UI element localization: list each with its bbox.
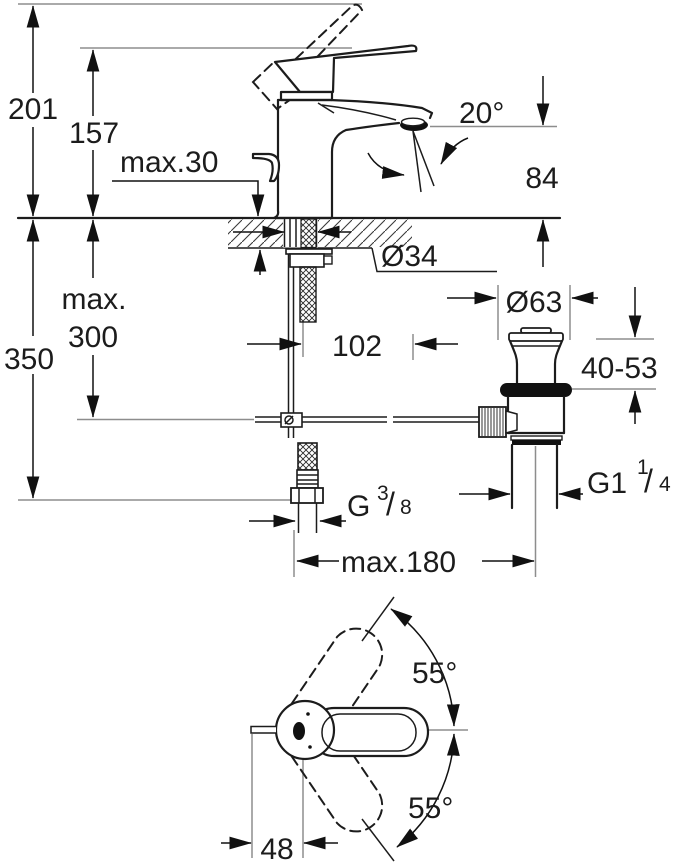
handle-inner-contour (321, 713, 417, 752)
handle-pin (250, 725, 276, 734)
label-handle-width: 48 (260, 833, 293, 866)
mounting-step (323, 255, 333, 265)
waste-gasket (500, 383, 572, 397)
spout-inner-line (321, 104, 397, 121)
dim-max30-leader (112, 180, 265, 217)
waste-knurl-knob (478, 406, 507, 438)
label-hose-depth: 350 (4, 343, 54, 376)
handle-lever (273, 44, 418, 94)
faucet-side-view (251, 3, 435, 220)
label-supply-thread: G (347, 490, 370, 523)
hole-dia-leader (371, 247, 497, 273)
waste-ring (510, 435, 563, 441)
spout-shading-line (317, 102, 335, 114)
swivel-arc-upper (390, 608, 460, 727)
label-outlet-height: 84 (525, 162, 558, 195)
angle-arc-right (440, 137, 469, 165)
body-right-spout-underside (330, 121, 401, 220)
label-waste-thread-den: 4 (659, 473, 671, 496)
label-flange-diameter: Ø63 (506, 286, 563, 319)
spout-top (276, 98, 434, 120)
label-spout-angle: 20° (459, 97, 504, 130)
label-basin-clamp-range: 40-53 (581, 352, 658, 385)
waste-flange (508, 332, 564, 342)
label-deck-thickness: max.30 (120, 146, 218, 179)
label-height-closed: 157 (69, 117, 119, 150)
supply-hose-assembly (283, 218, 333, 533)
swivel-ext-lower (361, 818, 395, 862)
label-depth-max-word: max. (61, 283, 126, 316)
label-supply-thread-num: 3 (377, 482, 389, 505)
rod-clamp (280, 412, 303, 428)
dimension-lines (26, 5, 642, 850)
swivel-ext-upper (361, 596, 395, 642)
hose-fitting (296, 469, 319, 489)
handle-dashed-up (283, 627, 384, 746)
handle-lever-open-dashed (283, 3, 364, 80)
threaded-rod (299, 266, 317, 323)
reference-lines (18, 3, 656, 858)
faucet-top-view (250, 596, 460, 862)
waste-neck-left (508, 339, 519, 387)
handle-dot-small (306, 712, 310, 716)
label-spout-reach: 102 (332, 330, 382, 363)
hose-braid (297, 442, 318, 471)
label-height-open: 201 (8, 93, 58, 126)
water-stream-line (412, 130, 422, 193)
knob-connector (505, 410, 518, 434)
angle-arc-left (367, 152, 405, 179)
handle-cap-ring (279, 90, 334, 102)
label-rod-reach: max.180 (341, 546, 456, 579)
label-hole-diameter: Ø34 (381, 240, 438, 273)
label-swivel-upper: 55° (412, 657, 457, 690)
knurl-texture (481, 408, 504, 436)
label-supply-thread-den: 8 (400, 496, 412, 519)
shank-thread (300, 218, 317, 249)
water-stream-line-angled (412, 130, 435, 187)
swivel-arc-lower (396, 733, 460, 848)
label-waste-thread-slash: / (644, 463, 653, 499)
clamp-screw-slot (284, 415, 294, 425)
waste-neck-right (553, 339, 564, 387)
label-waste-thread-num: 1 (637, 456, 649, 479)
dimension-labels: 201 157 max.30 20° 84 Ø34 max. 300 350 1… (4, 93, 671, 866)
hose-nut (290, 487, 324, 504)
handle-knob-top (274, 699, 336, 761)
handle-dashed-down (283, 714, 384, 833)
handle-indicator-dot (293, 722, 305, 740)
mounting-nut (289, 253, 325, 268)
label-depth-max-value: 300 (68, 321, 118, 354)
waste-ring-dark (512, 440, 561, 445)
clamp-screw (284, 415, 294, 425)
label-swivel-lower: 55° (408, 792, 453, 825)
label-supply-thread-slash: / (386, 486, 395, 522)
pop-up-waste (478, 327, 572, 510)
label-waste-thread: G1 (587, 467, 627, 500)
pull-rod-handle (251, 152, 281, 183)
aerator (400, 117, 426, 127)
handle-dot-small (308, 745, 312, 749)
pop-up-rod-linkage (255, 412, 479, 428)
